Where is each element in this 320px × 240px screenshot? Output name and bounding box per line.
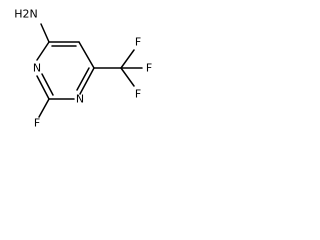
atom-label-amine: H2N: [14, 8, 38, 21]
atom-label-n3: N: [33, 62, 41, 75]
bond-amine-ring: [40, 23, 50, 43]
bond-cf3-f-bottom: [120, 67, 135, 87]
atom-label-n1: N: [76, 93, 84, 106]
bond-n3-c4: [36, 41, 50, 61]
bond-layer: [36, 23, 143, 118]
bond-c5-c6: [78, 41, 95, 69]
atom-label-cf3-f-top: F: [135, 36, 141, 49]
atom-label-cf3-f-right: F: [146, 62, 152, 75]
bond-c6-n1-double-inner: [76, 67, 90, 91]
bond-cf3-f-top: [120, 49, 135, 69]
atom-label-fluoro-ring: F: [34, 117, 40, 130]
bond-c2-n3-double-inner: [41, 73, 54, 96]
structure-canvas: H2N N N F F F F: [0, 0, 190, 154]
atom-label-layer: H2N N N F F F F: [14, 8, 152, 130]
chemical-structure: H2N N N F F F F: [14, 8, 152, 130]
bond-c6-n1: [79, 67, 95, 95]
atom-label-cf3-f-bottom: F: [135, 88, 141, 101]
bond-c2-n3: [36, 75, 50, 100]
bond-c2-fluoro: [38, 98, 50, 118]
